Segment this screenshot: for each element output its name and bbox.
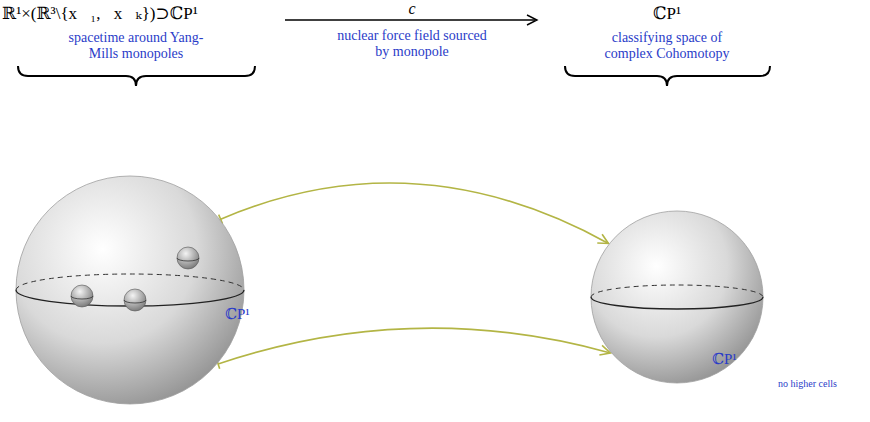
sphere: ℂP¹	[590, 210, 764, 384]
monopole-equator	[177, 258, 199, 261]
sphere-outline	[15, 175, 245, 405]
map-name: c	[408, 0, 415, 18]
annotation: nuclear force field sourced by monopole	[337, 28, 487, 60]
sphere-body	[591, 211, 763, 383]
annotation: classifying space of complex Cohomotopy	[587, 30, 747, 62]
curve	[221, 183, 609, 243]
sphere: ℂP¹	[15, 175, 245, 405]
annotation: spacetime around Yang-Mills monopoles	[56, 30, 216, 62]
monopole	[124, 289, 146, 311]
monopole-equator	[71, 296, 93, 299]
monopole	[177, 247, 199, 269]
equator-front	[591, 297, 763, 309]
brace	[565, 66, 770, 86]
monopole-equator	[124, 300, 146, 303]
arrow-head	[527, 15, 537, 25]
sphere-body	[16, 176, 244, 404]
map-curve	[217, 328, 611, 368]
monopole	[71, 285, 93, 307]
equator-back	[591, 285, 763, 297]
map-curve	[219, 183, 609, 243]
brace	[18, 66, 255, 86]
formula: ℝ¹×(ℝ³\{x⃗₁,⋯x⃗ₖ})⊃ℂP¹	[2, 4, 198, 24]
equator-back	[16, 274, 244, 290]
formula: ℂP¹	[653, 4, 681, 24]
sphere-label: ℂP¹	[225, 305, 250, 323]
arrow-head	[597, 234, 608, 243]
sphere-outline	[590, 210, 764, 384]
arrow-shaft	[285, 19, 535, 20]
note: no higher cells	[778, 378, 837, 390]
curve	[218, 328, 610, 364]
sphere-label: ℂP¹	[712, 350, 737, 368]
